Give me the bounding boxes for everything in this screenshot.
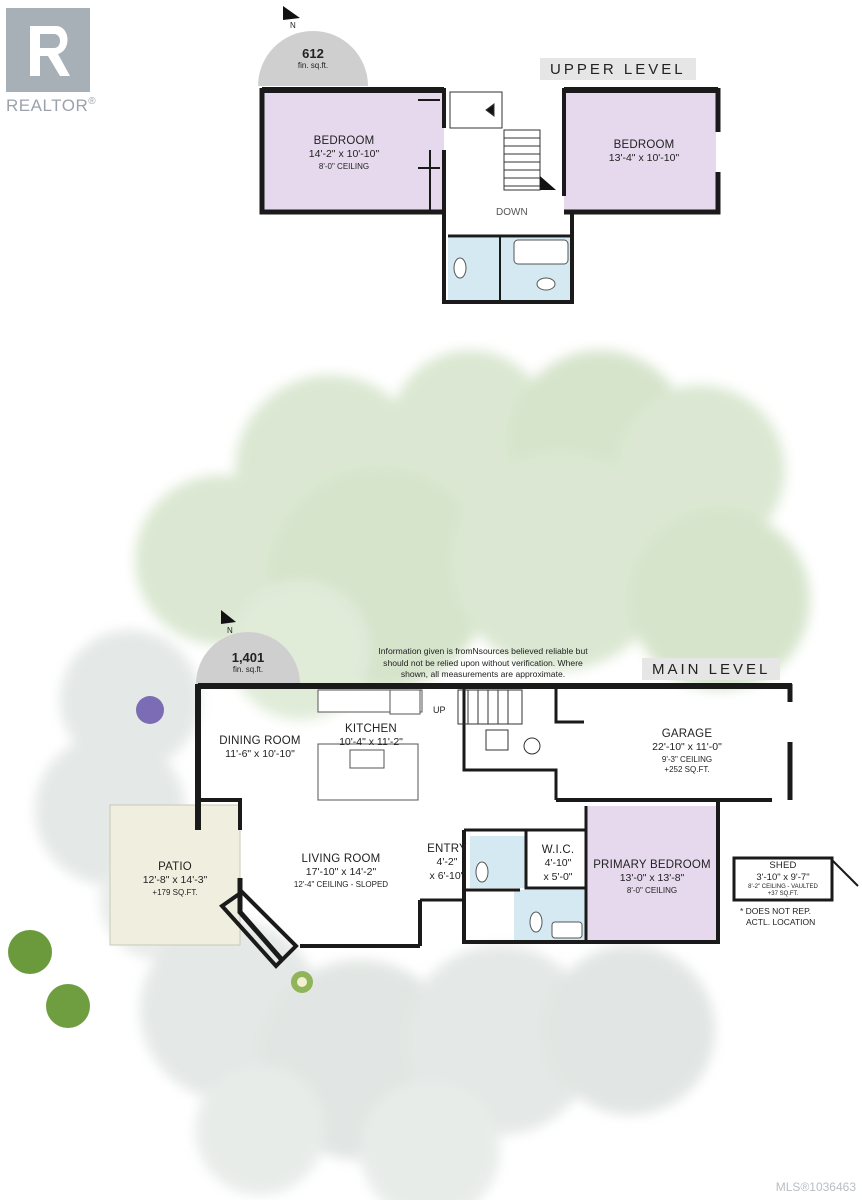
upper-sqft-disc <box>258 31 368 86</box>
main-compass-label: N <box>227 626 233 635</box>
kitchen-label: KITCHEN 10'-4" x 11'-2" <box>339 723 403 749</box>
landscape-foliage-gray <box>35 630 715 1200</box>
upper-compass-arrow-icon <box>283 6 300 20</box>
shed-footnote: * DOES NOT REP. ACTL. LOCATION <box>740 906 816 928</box>
kitchen-counters <box>317 689 423 801</box>
upper-bedroom-right-fill <box>564 90 716 212</box>
patio-fill <box>109 804 241 946</box>
upper-bath-fixtures <box>453 239 569 291</box>
dining-room-label: DINING ROOM 11'-6" x 10'-10" <box>219 735 301 761</box>
upper-stair-down-label: DOWN <box>496 207 528 218</box>
main-stair-up-label: UP <box>433 705 446 715</box>
shrub-icons <box>8 696 313 1028</box>
entry-label: ENTRY 4'-2" x 6'-10" <box>427 843 467 882</box>
main-bath-fixtures <box>475 861 583 939</box>
garage-label: GARAGE 22'-10" x 11'-0" 9'-3" CEILING +2… <box>652 728 722 774</box>
upper-bedroom-1-label: BEDROOM 14'-2" x 10'-10" 8'-0" CEILING <box>308 135 380 171</box>
upper-stairs <box>449 91 541 191</box>
shed-label: SHED 3'-10" x 9'-7" 8'-2" CEILING - VAUL… <box>748 860 818 898</box>
main-sqft: 1,401 fin. sq.ft. <box>231 650 265 674</box>
upper-walls <box>259 87 721 304</box>
patio-label: PATIO 12'-8" x 14'-3" +179 SQ.FT. <box>142 861 208 897</box>
upper-bedroom-left-fill <box>262 90 444 212</box>
main-walls <box>195 683 793 969</box>
primary-bedroom-fill <box>586 806 718 942</box>
landscape-foliage-green <box>135 350 810 720</box>
realtor-wordmark: REALTOR® <box>6 96 97 115</box>
primary-bedroom-label: PRIMARY BEDROOM 13'-0" x 13'-8" 8'-0" CE… <box>593 859 711 895</box>
realtor-logo <box>6 8 90 92</box>
main-stairs <box>457 689 541 755</box>
main-level-title: MAIN LEVEL <box>642 658 781 680</box>
upper-compass-label: N <box>290 21 296 30</box>
main-sqft-disc <box>196 632 300 684</box>
disclaimer-text: Information given is fromNsources believ… <box>378 646 588 680</box>
upper-bedroom-2-label: BEDROOM 13'-4" x 10'-10" <box>608 139 680 165</box>
upper-sqft: 612 fin. sq.ft. <box>297 46 329 70</box>
mls-watermark: MLS®1036463 <box>775 1180 856 1194</box>
shed-outline <box>732 856 834 902</box>
wic-label: W.I.C. 4'-10" x 5'-0" <box>541 844 575 883</box>
upper-level-title: UPPER LEVEL <box>540 58 696 80</box>
main-compass-arrow-icon <box>221 610 236 624</box>
living-room-label: LIVING ROOM 17'-10" x 14'-2" 12'-4" CEIL… <box>293 853 389 889</box>
